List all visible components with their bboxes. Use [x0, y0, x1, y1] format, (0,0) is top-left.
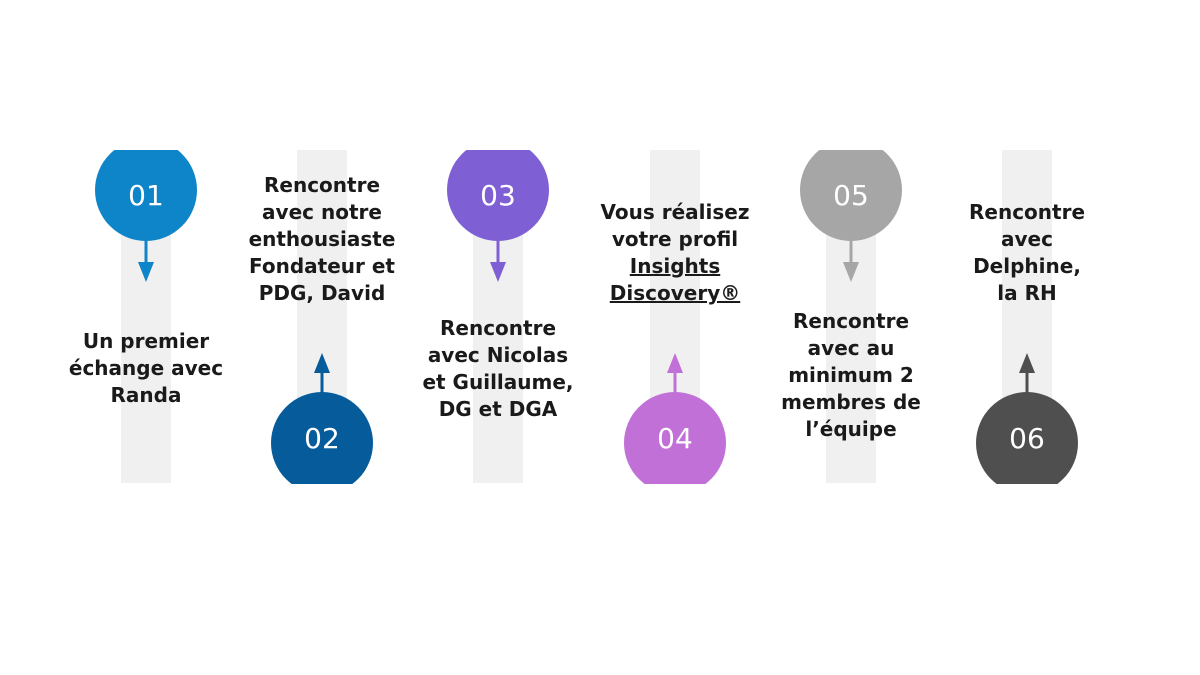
step-number: 06 [1009, 421, 1045, 455]
step-number-circle: 06 [976, 392, 1078, 484]
step-number-circle: 05 [800, 150, 902, 241]
step-number: 04 [657, 421, 693, 455]
step-number: 01 [128, 179, 164, 212]
step-number: 02 [304, 421, 340, 455]
step-label-line: DG et DGA [438, 397, 558, 421]
step-label-line: avec notre [262, 200, 382, 224]
step-label: Rencontre avec au minimum 2 membres de l… [751, 308, 951, 443]
step-label-line: avec [1001, 227, 1053, 251]
step-label-line: Vous réalisez [600, 200, 750, 224]
arrow-down-icon [490, 234, 506, 284]
step-number-circle: 03 [447, 150, 549, 241]
step-label-line: Rencontre [968, 200, 1086, 224]
step-label-line: Delphine, [973, 254, 1081, 278]
step-03: 03 Rencontre avec Nicolas et Guillaume, … [398, 0, 598, 675]
step-label-line: votre profil [611, 227, 739, 251]
step-label-line: Rencontre [792, 309, 910, 333]
arrow-down-icon [843, 234, 859, 284]
step-label: Un premier échange avec Randa [46, 328, 246, 409]
step-label-line: Un premier [82, 329, 210, 353]
step-number-circle: 01 [95, 150, 197, 241]
step-label-line: Rencontre [263, 173, 381, 197]
step-number-circle: 04 [624, 392, 726, 484]
step-label-line: PDG, David [258, 281, 386, 305]
step-label: Rencontre avec Delphine, la RH [927, 199, 1127, 307]
step-label-line: avec Nicolas [427, 343, 569, 367]
step-label-line: échange avec [68, 356, 224, 380]
step-05: 05 Rencontre avec au minimum 2 membres d… [751, 0, 951, 675]
step-label-line: l’équipe [805, 417, 897, 441]
step-number: 05 [833, 179, 869, 212]
insights-discovery-link[interactable]: Discovery® [609, 281, 741, 305]
arrow-down-icon [138, 234, 154, 284]
step-label-line: la RH [997, 281, 1057, 305]
step-06: Rencontre avec Delphine, la RH 06 [927, 0, 1127, 675]
step-label-line: Randa [110, 383, 182, 407]
step-label-line: Fondateur et [249, 254, 395, 278]
step-04: Vous réalisez votre profil Insights Disc… [575, 0, 775, 675]
insights-discovery-link[interactable]: Insights [629, 254, 721, 278]
step-number: 03 [480, 179, 516, 212]
step-label-line-wrap: Insights [575, 253, 775, 280]
step-label-line: Rencontre [439, 316, 557, 340]
step-label-line: membres de [781, 390, 921, 414]
step-label-line-wrap: Discovery® [575, 280, 775, 307]
step-label-line: minimum 2 [788, 363, 914, 387]
step-02: Rencontre avec notre enthousiaste Fondat… [222, 0, 422, 675]
step-01: 01 Un premier échange avec Randa [46, 0, 246, 675]
step-label: Rencontre avec Nicolas et Guillaume, DG … [398, 315, 598, 423]
step-label-line: enthousiaste [248, 227, 396, 251]
step-label: Vous réalisez votre profil Insights Disc… [575, 199, 775, 307]
step-label-line: avec au [807, 336, 895, 360]
step-label-line: et Guillaume, [422, 370, 574, 394]
step-label: Rencontre avec notre enthousiaste Fondat… [222, 172, 422, 307]
step-number-circle: 02 [271, 392, 373, 484]
